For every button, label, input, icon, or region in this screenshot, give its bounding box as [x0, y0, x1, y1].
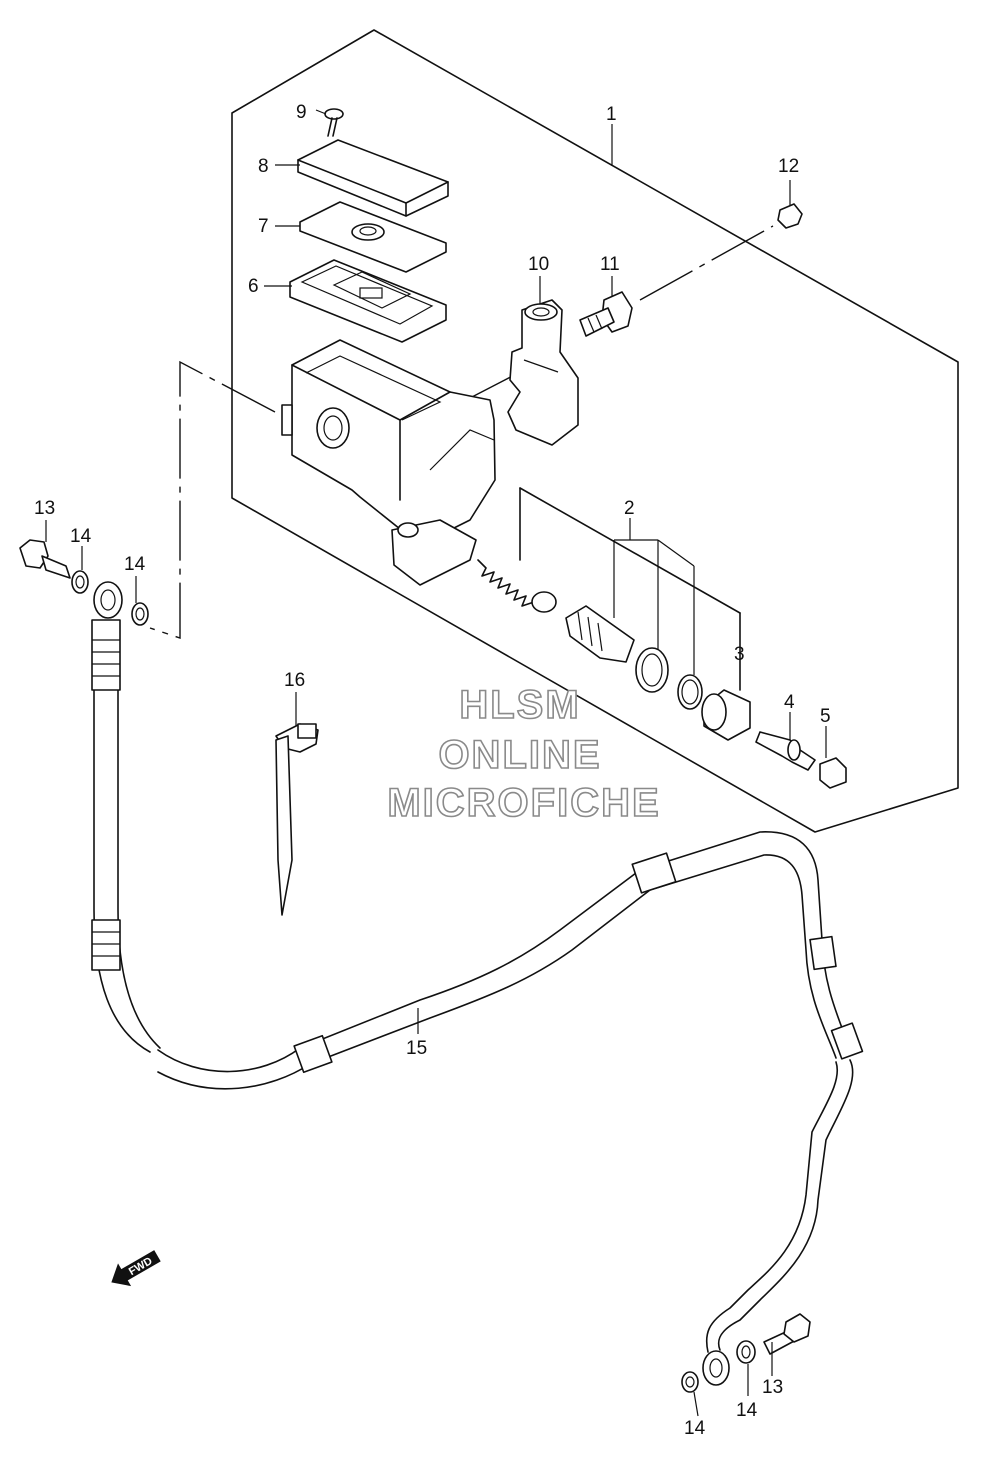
callout-16: 16	[284, 670, 305, 691]
part-screw	[324, 108, 344, 137]
part-clamp	[507, 299, 579, 446]
watermark-line-1: HLSM	[459, 683, 580, 727]
callout-14-bottom-a: 14	[736, 1400, 758, 1421]
part-nut-5	[819, 757, 847, 789]
callout-11: 11	[600, 254, 620, 275]
callout-12: 12	[778, 156, 799, 177]
part-union-bolt-right	[681, 1313, 811, 1393]
callout-14-left-b: 14	[124, 554, 146, 575]
callout-14-bottom-b: 14	[684, 1418, 706, 1439]
callout-13-left: 13	[34, 498, 55, 519]
callout-14-left-a: 14	[70, 526, 92, 547]
callout-labels: 1 2 3 4 5 6 7 8 9 10 11 12 13 13 14 14 1…	[34, 102, 831, 1439]
part-bolt-11	[579, 291, 633, 337]
part-diaphragm	[289, 259, 447, 343]
leader-lines	[45, 109, 827, 1417]
assembly-outline	[231, 29, 959, 833]
callout-3: 3	[734, 644, 745, 665]
part-push-rod	[755, 731, 816, 771]
part-diaphragm-plate	[299, 201, 447, 273]
part-clutch-hose	[91, 619, 864, 1353]
watermark-line-3: MICROFICHE	[387, 781, 660, 825]
callout-15: 15	[406, 1038, 427, 1059]
callout-8: 8	[258, 156, 269, 177]
part-piston-kit	[477, 559, 703, 710]
callout-2: 2	[624, 498, 635, 519]
callout-9: 9	[296, 102, 307, 123]
part-boot	[701, 689, 751, 741]
callout-4: 4	[784, 692, 795, 713]
part-nut-12	[777, 203, 803, 229]
part-union-bolt-left	[19, 539, 149, 626]
callout-10: 10	[528, 254, 549, 275]
callout-6: 6	[248, 276, 259, 297]
part-cable-tie	[275, 723, 319, 916]
callout-5: 5	[820, 706, 831, 727]
part-master-cylinder-body	[281, 339, 496, 586]
callout-7: 7	[258, 216, 269, 237]
watermark-line-2: ONLINE	[438, 733, 601, 777]
alignment-lines	[149, 225, 774, 691]
callout-13-right: 13	[762, 1377, 783, 1398]
watermark: HLSM ONLINE MICROFICHE	[387, 682, 660, 826]
fwd-label: FWD	[127, 1255, 155, 1278]
callout-1: 1	[606, 104, 617, 125]
fwd-arrow-icon: FWD	[111, 1250, 161, 1287]
part-reservoir-cap	[297, 139, 449, 217]
